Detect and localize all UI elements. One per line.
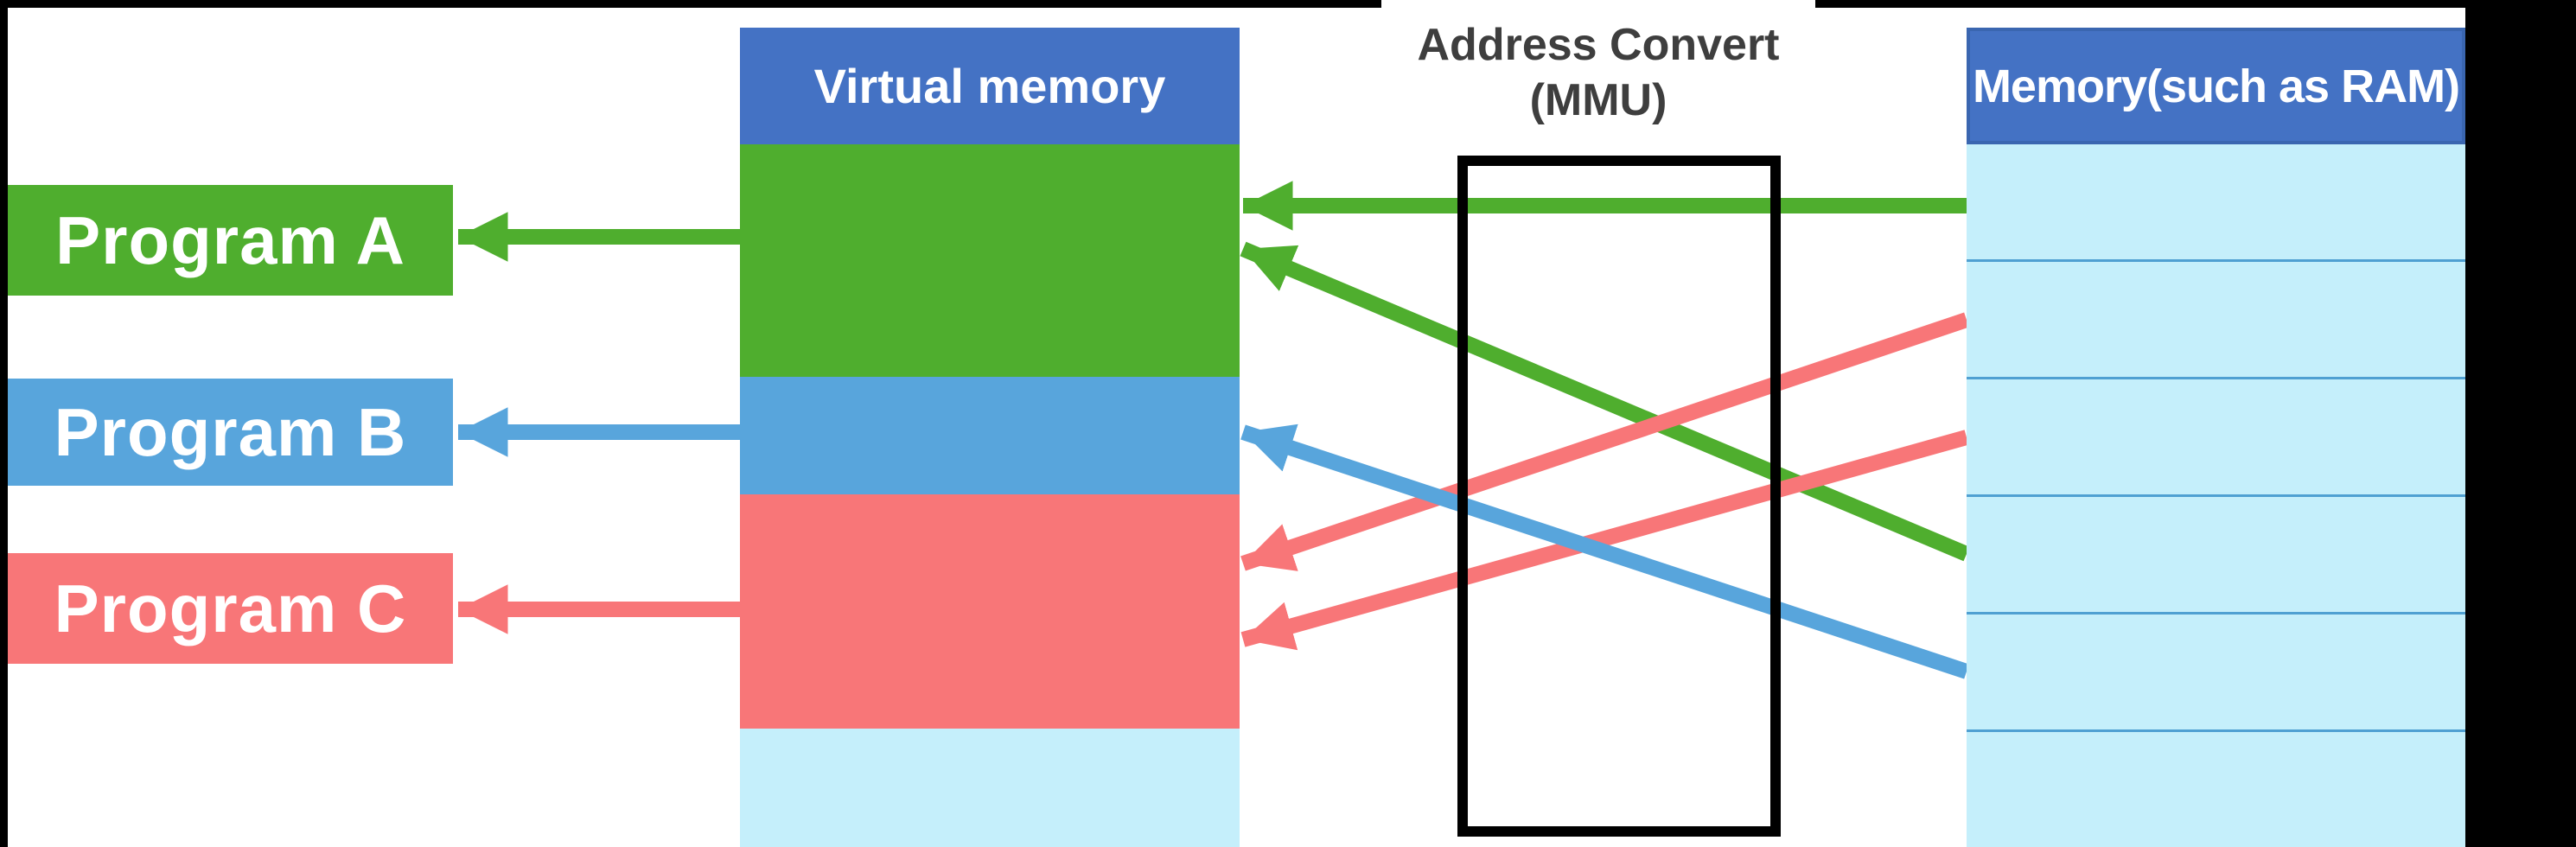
- arrow-ram-row2-to-vm-c: [1240, 312, 1969, 571]
- mmu-box: [1457, 156, 1781, 837]
- program-b-label: Program B: [54, 393, 407, 470]
- mmu-label-line1: Address Convert: [1417, 20, 1780, 70]
- ram-row-2: [1967, 259, 2465, 377]
- ram-row-6: [1967, 729, 2465, 847]
- mmu-label: Address Convert (MMU): [1381, 0, 1815, 149]
- arrow-ram-row5-to-vm-b: [1240, 424, 1969, 679]
- program-c-box: Program C: [8, 553, 453, 664]
- frame-border-top-left: [0, 0, 1381, 8]
- program-b-box: Program B: [8, 379, 453, 486]
- virtual-memory-header: Virtual memory: [740, 28, 1240, 144]
- ram-row-3: [1967, 377, 2465, 494]
- virtual-memory-title: Virtual memory: [813, 59, 1166, 113]
- ram-row-5: [1967, 612, 2465, 729]
- mmu-label-line2: (MMU): [1529, 75, 1667, 125]
- vm-section-unused: [740, 729, 1240, 847]
- program-c-label: Program C: [54, 570, 407, 646]
- vm-section-program-a: [740, 144, 1240, 377]
- physical-memory-title: Memory(such as RAM): [1972, 60, 2460, 112]
- frame-border-top-right: [1815, 0, 2465, 8]
- ram-row-1: [1967, 144, 2465, 259]
- vm-section-program-c: [740, 494, 1240, 729]
- arrow-ram-row4-to-vm-a: [1240, 241, 1970, 562]
- program-a-label: Program A: [55, 201, 405, 278]
- ram-row-4: [1967, 494, 2465, 612]
- physical-memory-header: Memory(such as RAM): [1967, 28, 2465, 144]
- vm-section-program-b: [740, 377, 1240, 494]
- arrow-ram-row3-to-vm-c: [1240, 430, 1969, 651]
- frame-border-left: [0, 0, 8, 847]
- physical-memory-body: [1967, 144, 2465, 847]
- frame-border-right: [2465, 0, 2576, 847]
- program-a-box: Program A: [8, 185, 453, 296]
